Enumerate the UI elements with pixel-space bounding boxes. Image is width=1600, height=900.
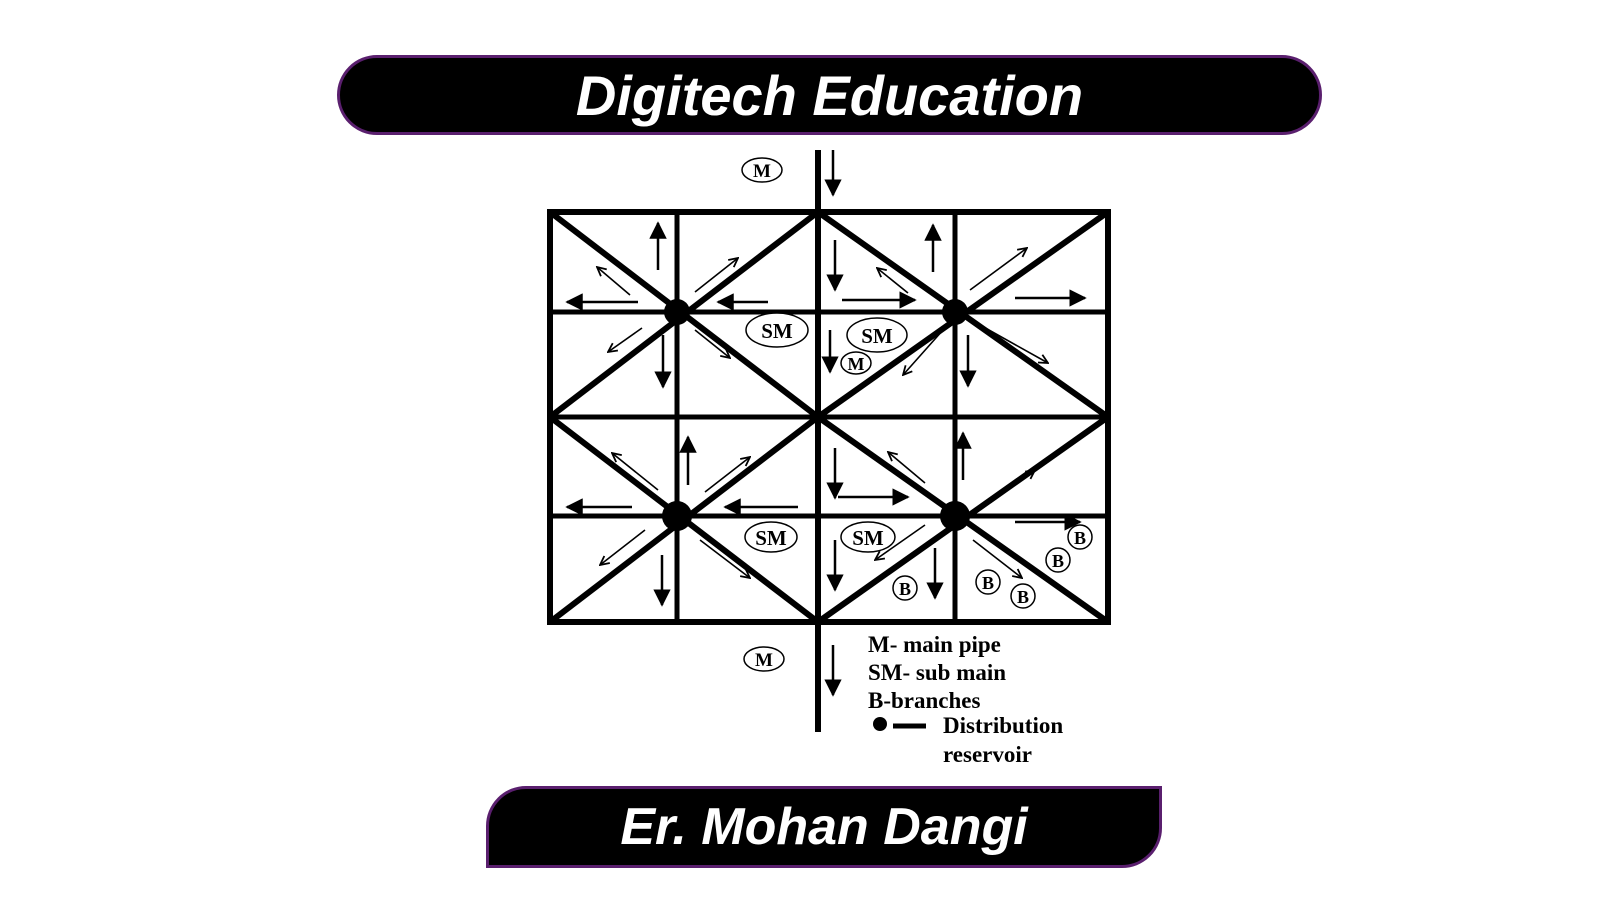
svg-text:B: B	[1052, 551, 1064, 571]
flow-arrow	[969, 248, 1027, 291]
svg-text:B: B	[1017, 587, 1029, 607]
reservoir-dot	[940, 501, 970, 531]
svg-text:M: M	[755, 650, 773, 671]
branch-label: B	[1067, 524, 1093, 550]
sub-main-label: SM	[846, 317, 908, 353]
reservoir-dot	[942, 299, 968, 325]
svg-text:B: B	[899, 579, 911, 599]
flow-arrow	[877, 268, 909, 294]
branch-label: B	[1010, 583, 1036, 609]
flow-arrow	[888, 452, 926, 484]
flow-arrow	[694, 258, 738, 293]
legend: M- main pipe SM- sub main B-branches Dis…	[868, 632, 1063, 767]
legend-main-pipe: M- main pipe	[868, 632, 1001, 657]
grid-lines	[550, 212, 1108, 622]
flow-arrows-solid	[565, 150, 1087, 697]
flow-arrow	[979, 324, 1048, 363]
flow-arrow	[704, 457, 750, 493]
svg-text:SM: SM	[761, 319, 793, 343]
title-banner: Digitech Education	[337, 55, 1322, 135]
legend-reservoir-line1: Distribution	[943, 713, 1063, 738]
svg-text:SM: SM	[755, 526, 787, 550]
main-pipe-label: M	[840, 351, 872, 375]
legend-reservoir-dot	[873, 717, 887, 731]
branch-label: B	[1045, 547, 1071, 573]
sub-main-label: SM	[840, 521, 896, 553]
flow-arrow	[600, 529, 646, 565]
flow-arrow	[989, 470, 1035, 504]
distribution-reservoirs	[662, 299, 970, 531]
legend-sub-main: SM- sub main	[868, 660, 1006, 685]
flow-arrow	[875, 524, 926, 560]
legend-branches: B-branches	[868, 688, 981, 713]
legend-reservoir-line2: reservoir	[943, 742, 1032, 767]
main-pipe-label: M	[741, 157, 783, 183]
flow-arrow	[694, 329, 730, 358]
flow-arrow	[597, 267, 631, 296]
branch-label: B	[892, 575, 918, 601]
flow-arrow	[972, 539, 1022, 578]
svg-text:SM: SM	[861, 324, 893, 348]
main-pipe-label: M	[743, 646, 785, 672]
page-title: Digitech Education	[575, 63, 1084, 127]
branch-label: B	[975, 569, 1001, 595]
reservoir-dot	[662, 501, 692, 531]
flow-arrow	[699, 539, 750, 578]
reservoir-dot	[664, 299, 690, 325]
flow-arrow	[608, 327, 643, 352]
sub-main-label: SM	[745, 312, 809, 348]
flow-arrow	[903, 329, 944, 375]
svg-text:B: B	[982, 573, 994, 593]
author-name: Er. Mohan Dangi	[620, 798, 1028, 856]
author-banner: Er. Mohan Dangi	[486, 786, 1162, 868]
flow-arrows-open	[597, 248, 1048, 578]
svg-text:M: M	[753, 161, 771, 182]
flow-arrow	[612, 453, 659, 491]
svg-text:B: B	[1074, 528, 1086, 548]
svg-text:SM: SM	[852, 526, 884, 550]
sub-main-label: SM	[744, 521, 798, 553]
svg-text:M: M	[848, 354, 865, 374]
